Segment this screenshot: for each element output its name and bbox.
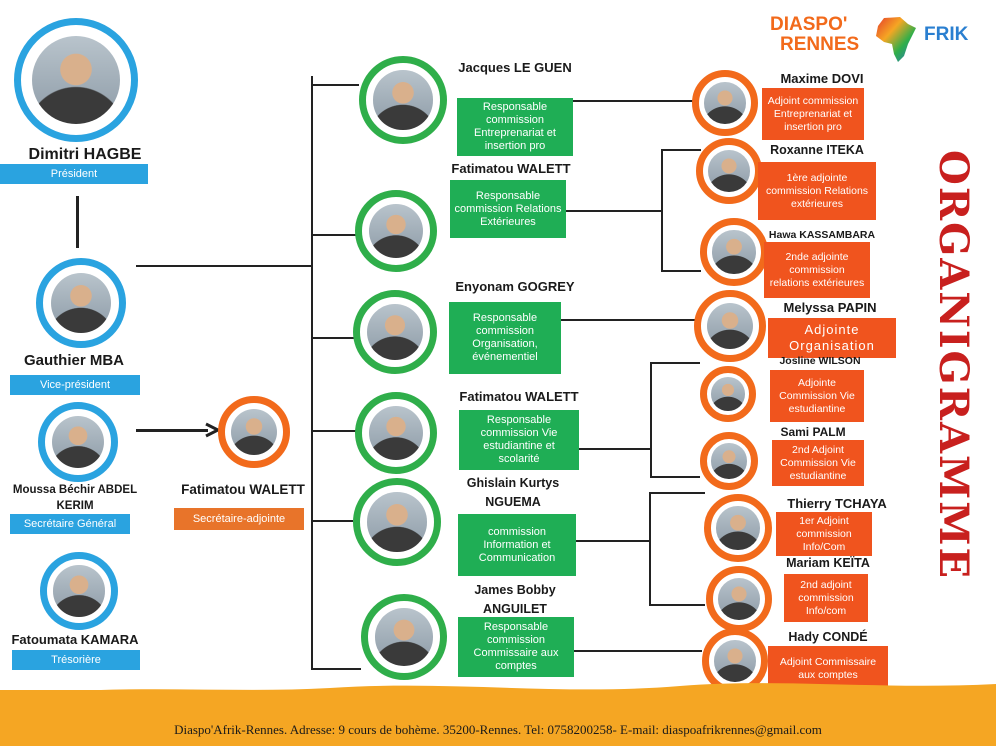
connector-line [574,650,702,652]
person-name: Enyonam GOGREY [455,279,575,294]
role-tag: Trésorière [12,650,140,670]
footer-band [0,690,996,746]
connector-line [573,100,693,102]
connector-line [311,668,361,670]
person-name: Josline WILSON [779,355,861,367]
role-tag: Président [0,164,148,184]
avatar [700,218,768,286]
connector-line [566,210,662,212]
page-title: ORGANIGRAMME [930,150,977,581]
role-box: Adjointe Organisation [768,318,896,358]
logo-text-rennes: RENNES [780,34,860,55]
connector-line [661,270,701,272]
avatar [359,56,447,144]
avatar [40,552,118,630]
avatar [706,566,772,632]
avatar [694,290,766,362]
person-name: Mariam KEÏTA [786,556,870,570]
avatar [696,138,762,204]
avatar [700,366,756,422]
connector-line [311,234,359,236]
avatar [38,402,118,482]
role-box: Responsable commission Relations Extérie… [450,180,566,238]
role-box: 1ère adjointe commission Relations extér… [758,162,876,220]
connector-line [311,84,359,86]
person-name: Jacques LE GUEN [458,60,572,75]
africa-map-icon [876,17,916,62]
connector-line [661,149,663,271]
connector-line [650,362,700,364]
connector-line [311,520,353,522]
avatar [353,290,437,374]
role-tag: Secrétaire Général [10,514,130,534]
role-box: Adjoint commission Entreprenariat et ins… [762,88,864,140]
logo-text-diaspo: DIASPO' [770,14,848,35]
person-name: Fatoumata KAMARA [11,632,139,647]
avatar [704,494,772,562]
connector-line [649,492,651,606]
person-name: Gauthier MBA [23,352,124,369]
avatar [355,392,437,474]
connector-line [579,448,651,450]
person-name: Ghislain Kurtys NGUEMA [466,476,560,509]
avatar [36,258,126,348]
connector-line [650,476,700,478]
role-box: 2nd Adjoint Commission Vie estudiantine [772,440,864,486]
connector-line [649,492,705,494]
footer-contact: Diaspo'Afrik-Rennes. Adresse: 9 cours de… [174,722,822,737]
connector-line [661,149,701,151]
person-name: Melyssa PAPIN [783,300,877,315]
avatar [700,432,758,490]
connector-line [136,265,312,267]
role-box: Responsable commission Vie estudiantine … [459,410,579,470]
person-name: Hady CONDÉ [788,630,868,644]
connector-line [311,430,357,432]
connector-line [561,319,695,321]
person-name: Fatimatou WALETT [181,482,305,497]
person-name: Moussa Béchir ABDEL KERIM [12,484,138,512]
avatar [355,190,437,272]
role-box: 2nde adjointe commission relations extér… [764,242,870,298]
person-name: Thierry TCHAYA [787,496,887,511]
role-tag: Secrétaire-adjointe [174,508,304,530]
connector-line [311,76,313,670]
connector-line [649,604,705,606]
connector-line [576,540,650,542]
connector-line [650,362,652,478]
role-box: commission Information et Communication [458,514,576,576]
person-name: Hawa KASSAMBARA [768,229,876,241]
arrow-line [136,429,208,432]
avatar [361,594,447,680]
person-name: Fatimatou WALETT [451,161,571,176]
role-box: Responsable commission Organisation, évé… [449,302,561,374]
person-name: Roxanne ITEKA [770,143,864,157]
role-tag: Vice-président [10,375,140,395]
avatar [692,70,758,136]
person-name: Maxime DOVI [780,71,864,86]
logo: DIASPO' RENNES FRIK [770,14,980,66]
avatar [353,478,441,566]
avatar [14,18,138,142]
logo-text-frik: FRIK [924,24,969,45]
person-name: Dimitri HAGBE [28,146,142,163]
role-box: 1er Adjoint commission Info/Com [776,512,872,556]
person-name: Fatimatou WALETT [459,389,579,404]
role-box: Responsable commission Entreprenariat et… [457,98,573,156]
connector-line [76,196,79,248]
role-box: Adjointe Commission Vie estudiantine [770,370,864,422]
person-name: Sami PALM [780,425,846,439]
avatar [218,396,290,468]
person-name: James Bobby ANGUILET [474,583,556,616]
connector-line [311,337,355,339]
role-box: 2nd adjoint commission Info/com [784,574,868,622]
role-box: Responsable commission Commissaire aux c… [458,617,574,677]
avatar [702,628,768,694]
